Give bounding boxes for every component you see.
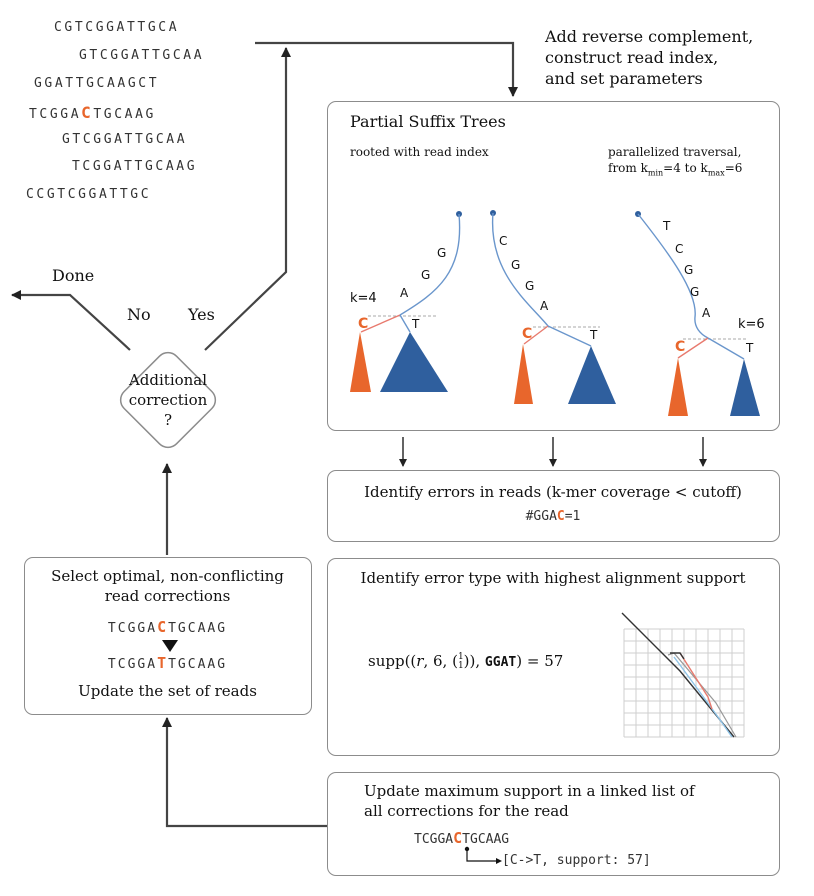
tree1-k-label: k=4 <box>350 291 377 306</box>
decision-line: correction <box>128 391 208 409</box>
arrow-yes-to-reads <box>204 47 291 351</box>
tree2-letter: C <box>499 234 507 248</box>
update-support-line: all corrections for the read <box>364 802 569 820</box>
tree2-letter: G <box>511 258 520 272</box>
select-corrections-box: Select optimal, non-conflicting read cor… <box>24 557 312 715</box>
step-line: construct read index, <box>545 48 719 67</box>
tree3-right-edge <box>707 337 745 360</box>
tree3-letter: G <box>684 263 693 277</box>
tree3-k-label: k=6 <box>738 317 765 332</box>
right-caption-line: from kmin=4 to kmax=6 <box>608 161 743 178</box>
tree3-left-subtree <box>668 358 688 416</box>
alignment-path-pink <box>679 652 713 710</box>
tree3-letter: T <box>662 219 671 233</box>
read-item: CGTCGGATTGCA <box>54 20 180 35</box>
tree2-left-char: C <box>522 326 532 342</box>
tree3-left-char: C <box>675 339 685 355</box>
tree1-left-subtree <box>350 332 371 392</box>
right-caption: parallelized traversal, from kmin=4 to k… <box>608 144 742 181</box>
suffix-trees-box: Partial Suffix Trees rooted with read in… <box>327 101 780 431</box>
decision-text: Additional correction ? <box>108 370 228 430</box>
identify-type-title: Identify error type with highest alignme… <box>360 569 746 587</box>
step-add-reverse-complement: Add reverse complement, construct read i… <box>545 26 753 89</box>
tree3-letter: A <box>702 306 711 320</box>
tree-k6: T C G G A k=6 C T <box>635 211 765 416</box>
read-item: TCGGATTGCAAG <box>72 159 198 174</box>
tree1-right-char: T <box>411 317 420 331</box>
left-caption: rooted with read index <box>350 145 489 159</box>
tree3-left-edge <box>677 337 709 359</box>
tree2-right-subtree <box>568 346 616 404</box>
tree2-left-edge <box>523 325 549 345</box>
read-item: GTCGGATTGCAA <box>62 132 188 147</box>
tree1-letter: A <box>400 286 409 300</box>
update-support-read: TCGGACTGCAAG <box>414 829 510 847</box>
select-title: Select optimal, non-conflicting read cor… <box>25 566 310 606</box>
alignment-grid <box>621 612 745 738</box>
select-update-text: Update the set of reads <box>78 682 257 700</box>
tree1-trunk-edge <box>399 213 461 316</box>
tree2-left-subtree <box>514 344 533 404</box>
tree1-right-edge <box>399 314 411 333</box>
alignment-path-gray <box>667 652 737 738</box>
tree3-letter: G <box>690 285 699 299</box>
update-support-line: Update maximum support in a linked list … <box>364 782 695 800</box>
tree2-right-edge <box>547 325 592 347</box>
select-title-line: read corrections <box>104 587 231 605</box>
suffix-trees-graphic: G G A k=4 C T C G G A C T <box>350 210 765 416</box>
read-item: TCGGACTGCAAG <box>29 103 156 122</box>
select-read-before: TCGGACTGCAAG <box>107 618 228 636</box>
decision-line: ? <box>163 411 173 429</box>
read-item: GGATTGCAAGCT <box>34 76 160 91</box>
done-label: Done <box>52 266 95 285</box>
decision-line: Additional <box>128 371 208 389</box>
decision-diamond <box>119 351 217 449</box>
tree3-right-char: T <box>745 341 754 355</box>
update-support-title: Update maximum support in a linked list … <box>364 781 695 821</box>
arrow-reads-to-trees <box>255 41 518 97</box>
arrow-update-to-select <box>162 717 327 828</box>
no-label: No <box>127 305 151 324</box>
select-read-after: TCGGATTGCAAG <box>107 654 228 672</box>
yes-label: Yes <box>188 305 215 324</box>
step-line: Add reverse complement, <box>545 27 754 46</box>
tree1-right-subtree <box>380 332 448 392</box>
linked-list-entry: [C->T, support: 57] <box>502 853 651 868</box>
tree-k4: G G A k=4 C T <box>350 211 462 392</box>
read-item: CCGTCGGATTGC <box>26 187 152 202</box>
tree1-left-char: C <box>358 316 368 332</box>
linked-list-pointer <box>464 846 502 864</box>
alignment-path-blue <box>673 656 733 738</box>
select-title-line: Select optimal, non-conflicting <box>51 567 284 585</box>
update-support-box: Update maximum support in a linked list … <box>327 772 780 876</box>
tree3-trunk-edge <box>637 213 709 339</box>
identify-errors-title: Identify errors in reads (k-mer coverage… <box>364 483 742 501</box>
tree1-left-edge <box>360 314 401 333</box>
tree2-letter: A <box>540 299 549 313</box>
tree2-trunk-edge <box>491 212 549 327</box>
tree2-letter: G <box>525 279 534 293</box>
arrow-no-to-done <box>11 290 131 351</box>
tree3-right-subtree <box>730 359 760 416</box>
right-caption-line: parallelized traversal, <box>608 145 742 159</box>
suffix-trees-title: Partial Suffix Trees <box>350 112 506 131</box>
tree2-right-char: T <box>589 328 598 342</box>
tree3-letter: C <box>675 242 683 256</box>
alignment-path-main <box>621 612 735 738</box>
identify-errors-kmer: #GGAC=1 <box>525 509 581 524</box>
select-arrow-down <box>162 640 178 652</box>
read-item: GTCGGATTGCAA <box>79 48 205 63</box>
identify-errors-box: Identify errors in reads (k-mer coverage… <box>327 470 780 542</box>
alignment-path-dark <box>670 652 685 660</box>
step-line: and set parameters <box>545 69 703 88</box>
tree1-letter: G <box>421 268 430 282</box>
tree-2: C G G A C T <box>490 210 616 404</box>
identify-type-box: Identify error type with highest alignme… <box>327 558 780 756</box>
tree1-letter: G <box>437 246 446 260</box>
